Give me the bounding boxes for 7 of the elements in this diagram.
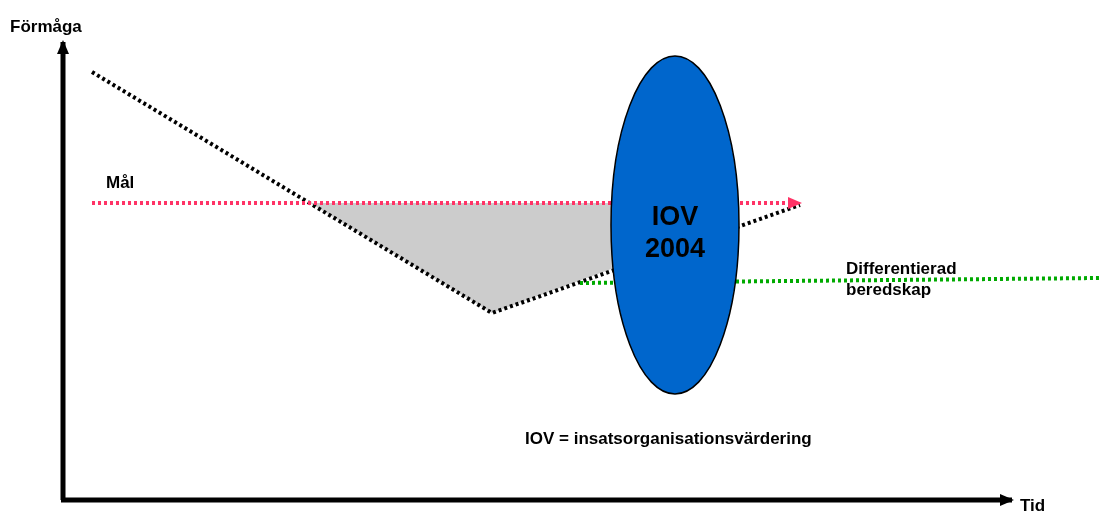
ellipse-node xyxy=(610,55,740,395)
note-text: IOV = insatsorganisationsvärdering xyxy=(525,428,812,449)
axis-label: Tid xyxy=(1020,495,1046,513)
line-label: Differentierad beredskap xyxy=(846,258,958,300)
line-label: Mål xyxy=(106,172,135,193)
axis-label: Förmåga xyxy=(10,16,82,37)
node-label: IOV 2004 xyxy=(643,200,707,264)
